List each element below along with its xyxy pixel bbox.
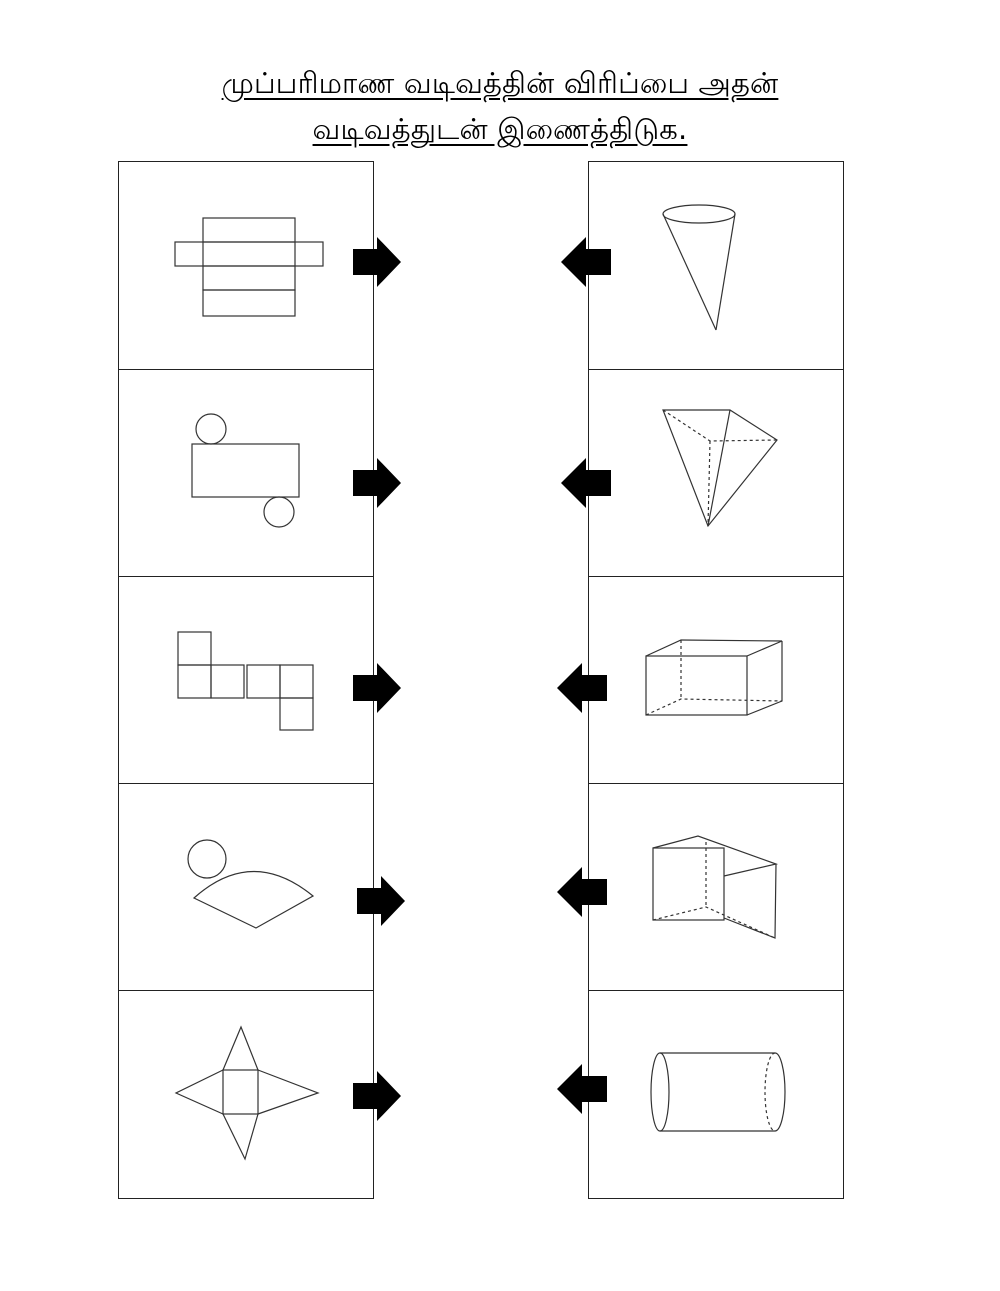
nets-column bbox=[118, 161, 374, 1199]
cube-net-icon bbox=[177, 631, 314, 731]
solid-card-square-pyramid[interactable] bbox=[589, 370, 843, 577]
cone-net-icon bbox=[187, 839, 315, 929]
arrow-right-icon[interactable] bbox=[357, 876, 407, 926]
arrow-left-icon[interactable] bbox=[561, 237, 611, 287]
square-pyramid-net-icon bbox=[174, 1025, 320, 1161]
net-card-cube[interactable] bbox=[119, 577, 373, 784]
cylinder-icon bbox=[650, 1052, 786, 1132]
arrow-left-icon[interactable] bbox=[557, 1064, 607, 1114]
solids-column bbox=[588, 161, 844, 1199]
arrow-right-icon[interactable] bbox=[353, 1071, 403, 1121]
arrow-right-icon[interactable] bbox=[353, 458, 403, 508]
cuboid-icon bbox=[645, 639, 783, 716]
arrow-right-icon[interactable] bbox=[353, 663, 403, 713]
solid-card-cube[interactable] bbox=[589, 784, 843, 991]
square-pyramid-icon bbox=[662, 409, 778, 528]
arrow-right-icon[interactable] bbox=[353, 237, 403, 287]
cylinder-net-icon bbox=[191, 413, 300, 528]
arrow-left-icon[interactable] bbox=[557, 663, 607, 713]
worksheet-title-line-2: வடிவத்துடன் இணைத்திடுக. bbox=[312, 112, 688, 146]
net-card-cone[interactable] bbox=[119, 784, 373, 991]
cuboid-net-icon bbox=[174, 217, 324, 317]
cube-icon bbox=[652, 835, 779, 939]
worksheet-title-line-1: முப்பரிமாண வடிவத்தின் விரிப்பை அதன் bbox=[221, 66, 779, 100]
net-card-square-pyramid[interactable] bbox=[119, 991, 373, 1198]
arrow-left-icon[interactable] bbox=[557, 867, 607, 917]
cone-icon bbox=[662, 204, 736, 331]
net-card-cuboid[interactable] bbox=[119, 162, 373, 370]
solid-card-cone[interactable] bbox=[589, 162, 843, 370]
solid-card-cylinder[interactable] bbox=[589, 991, 843, 1198]
solid-card-cuboid[interactable] bbox=[589, 577, 843, 784]
net-card-cylinder[interactable] bbox=[119, 370, 373, 577]
arrow-left-icon[interactable] bbox=[561, 458, 611, 508]
